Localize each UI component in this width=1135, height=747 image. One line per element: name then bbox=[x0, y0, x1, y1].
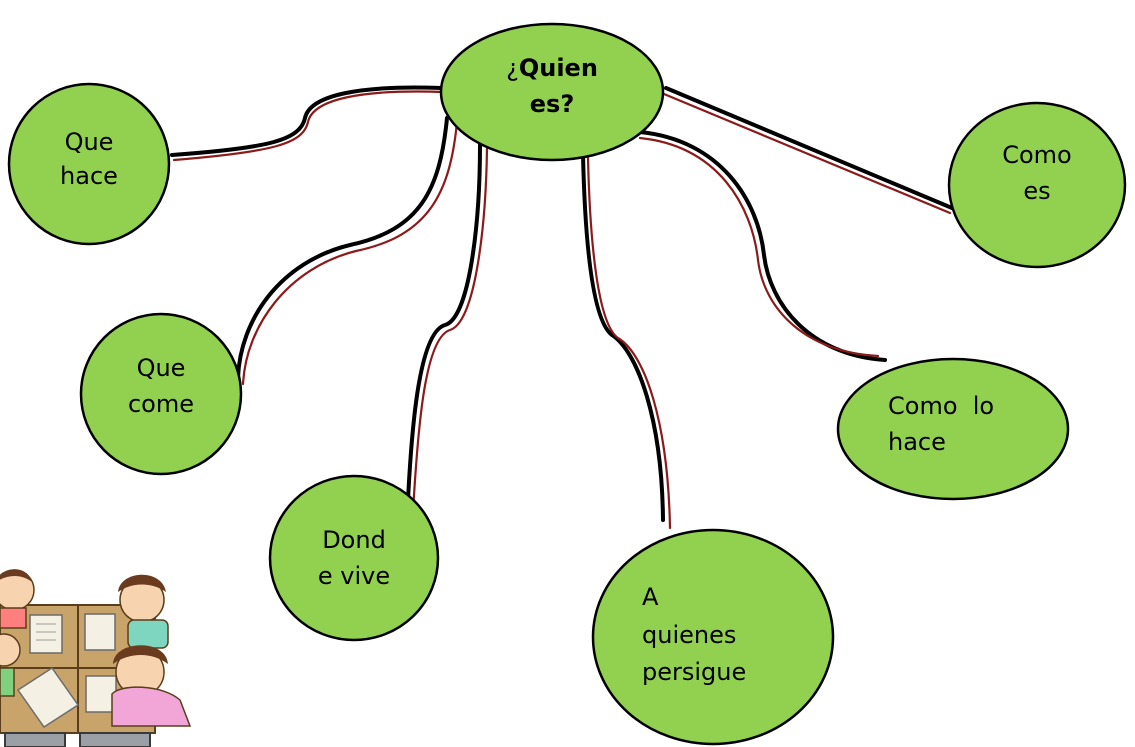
connector-como-lo-hace bbox=[638, 130, 887, 362]
connector-donde-vive bbox=[406, 143, 489, 514]
node-como-es: Como es bbox=[947, 101, 1127, 269]
node-donde-vive-circle bbox=[268, 474, 440, 642]
node-que-come-line2: come bbox=[128, 390, 194, 418]
node-que-come: Que come bbox=[79, 312, 243, 476]
center-node: ¿Quien es? bbox=[439, 22, 665, 162]
node-a-quienes-line2: quienes bbox=[642, 621, 736, 649]
node-como-lo-hace-circle bbox=[836, 357, 1070, 501]
node-a-quienes-line3: persigue bbox=[642, 658, 746, 686]
node-como-lo-hace-line1: Como lo bbox=[888, 392, 994, 420]
node-como-es-circle bbox=[947, 101, 1127, 269]
center-prefix: ¿ bbox=[506, 54, 519, 82]
node-a-quienes-persigue: A quienes persigue bbox=[591, 528, 835, 746]
connector-como-es bbox=[662, 86, 954, 215]
center-label: ¿Quien bbox=[506, 54, 598, 82]
node-que-hace-circle bbox=[7, 82, 171, 246]
children-studying-icon bbox=[0, 569, 192, 747]
center-title-line2: es? bbox=[530, 90, 574, 118]
node-como-es-line2: es bbox=[1023, 177, 1050, 205]
center-ellipse bbox=[439, 22, 665, 162]
connector-que-hace bbox=[170, 85, 446, 162]
node-a-quienes-circle bbox=[591, 528, 835, 746]
node-donde-vive-line2: e vive bbox=[318, 562, 390, 590]
node-que-come-circle bbox=[79, 312, 243, 476]
connector-que-come bbox=[236, 116, 459, 386]
node-que-come-line1: Que bbox=[137, 354, 186, 382]
node-que-hace-line2: hace bbox=[60, 162, 118, 190]
connector-a-quienes bbox=[581, 153, 672, 530]
node-como-lo-hace-line2: hace bbox=[888, 428, 946, 456]
node-como-es-line1: Como bbox=[1002, 141, 1072, 169]
node-que-hace: Que hace bbox=[7, 82, 171, 246]
node-a-quienes-line1: A bbox=[642, 583, 659, 611]
node-que-hace-line1: Que bbox=[65, 128, 114, 156]
center-title-line1: Quien bbox=[519, 54, 598, 82]
node-donde-vive-line1: Dond bbox=[322, 526, 386, 554]
connectors bbox=[170, 85, 954, 530]
node-como-lo-hace: Como lo hace bbox=[836, 357, 1070, 501]
node-donde-vive: Dond e vive bbox=[268, 474, 440, 642]
